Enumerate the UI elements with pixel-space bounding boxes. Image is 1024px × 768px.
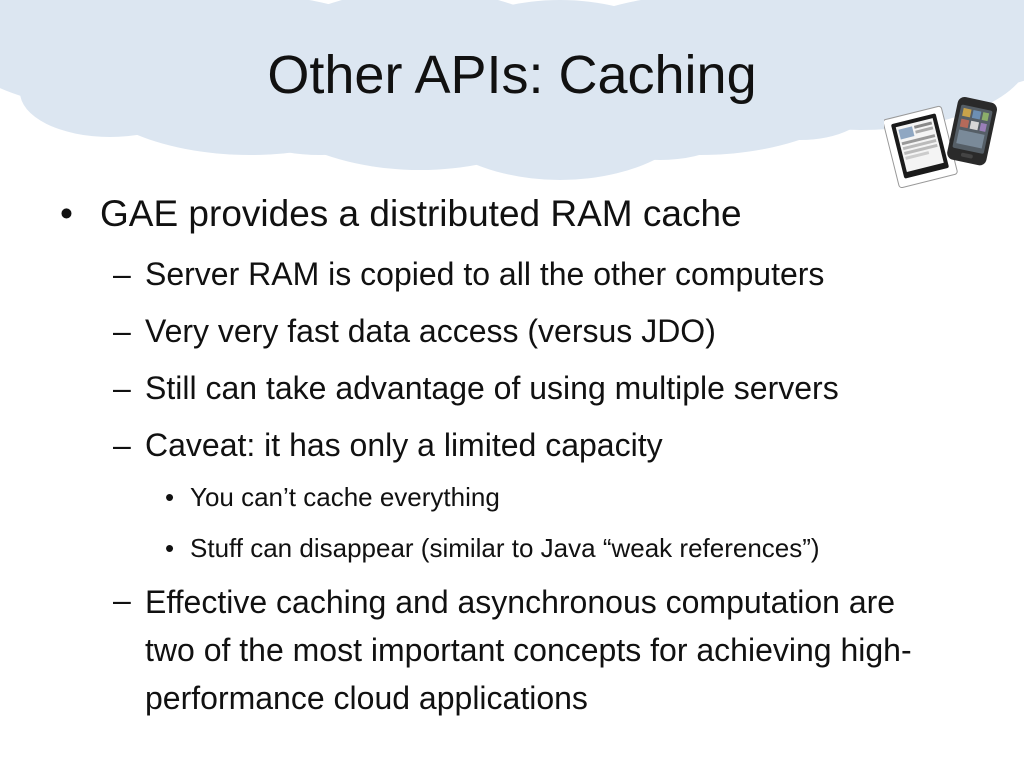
slide-title: Other APIs: Caching xyxy=(267,45,757,105)
bullet-text: Very very fast data access (versus JDO) xyxy=(145,313,716,349)
dash-marker: – xyxy=(113,427,131,463)
tablet-and-phone-icon xyxy=(884,97,998,188)
bullet-marker: • xyxy=(60,193,73,234)
cloud-header-background xyxy=(0,0,1024,180)
bullet-text: Stuff can disappear (similar to Java “we… xyxy=(190,533,820,563)
bullet-marker: • xyxy=(165,482,175,512)
bullet-text: Effective caching and asynchronous compu… xyxy=(145,584,912,716)
dash-marker: – xyxy=(113,582,131,618)
dash-marker: – xyxy=(113,256,131,292)
bullet-text: Server RAM is copied to all the other co… xyxy=(145,256,825,292)
dash-marker: – xyxy=(113,313,131,349)
bullet-text: GAE provides a distributed RAM cache xyxy=(100,193,742,234)
dash-marker: – xyxy=(113,370,131,406)
bullet-marker: • xyxy=(165,533,175,563)
bullet-text: Still can take advantage of using multip… xyxy=(145,370,839,406)
bullet-text: Caveat: it has only a limited capacity xyxy=(145,427,663,463)
bullet-text: You can’t cache everything xyxy=(190,482,500,512)
